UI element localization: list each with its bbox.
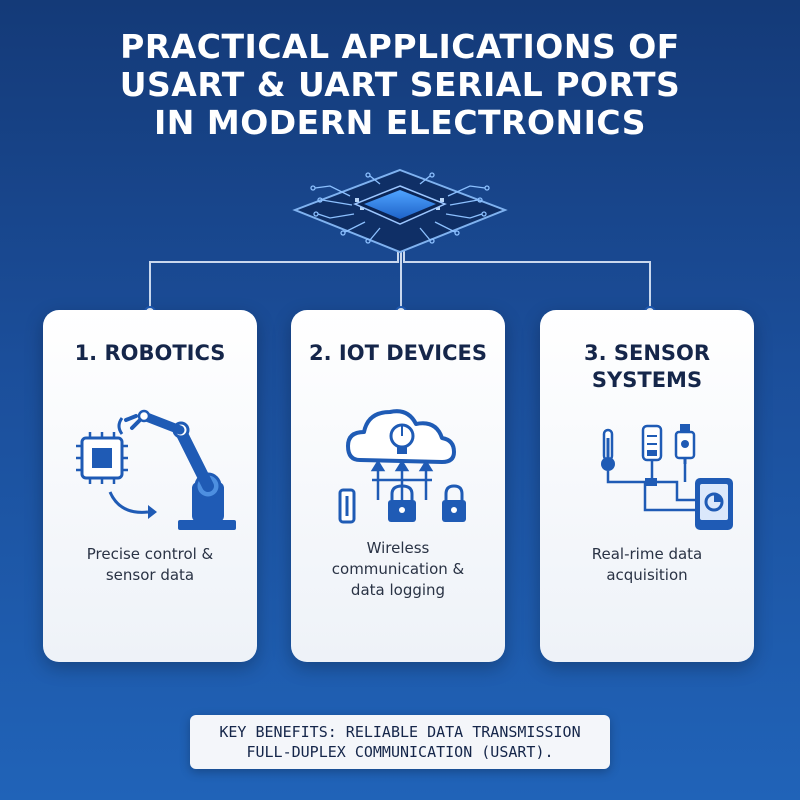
card-description-line: Precise control &	[86, 545, 214, 563]
card-title-line: 2. IOT DEVICES	[309, 341, 487, 365]
microchip-icon	[76, 432, 128, 484]
card-description: Wireless communication & data logging	[291, 538, 505, 601]
cloud-lightbulb-icon	[338, 409, 466, 524]
card-description-line: Real-rime data	[591, 545, 703, 563]
card-description-line: data logging	[350, 581, 446, 599]
card-description: Real-rime data acquisition	[540, 544, 754, 586]
card-title: 3. SENSOR SYSTEMS	[540, 340, 754, 394]
page-title: PRACTICAL APPLICATIONS OF USART & UART S…	[0, 28, 800, 142]
card-robotics: 1. ROBOTICS Precise control & sensor	[43, 310, 257, 662]
card-description-line: Wireless	[366, 539, 430, 557]
key-benefits-line-1: KEY BENEFITS: RELIABLE DATA TRANSMISSION	[219, 723, 581, 741]
sensor-network-icon	[601, 424, 733, 530]
card-description-line: acquisition	[606, 566, 688, 584]
lock-icon	[442, 484, 466, 522]
card-title: 2. IOT DEVICES	[291, 340, 505, 367]
card-title-line: 1. ROBOTICS	[74, 341, 226, 365]
card-sensor-systems: 3. SENSOR SYSTEMS	[540, 310, 754, 662]
thermometer-icon	[601, 428, 615, 471]
title-line-2: USART & UART SERIAL PORTS	[119, 65, 681, 104]
tablet-icon	[695, 478, 733, 530]
robot-arm-icon	[76, 409, 236, 530]
card-description: Precise control & sensor data	[43, 544, 257, 586]
thermometer-icon	[338, 488, 356, 524]
key-benefits-box: KEY BENEFITS: RELIABLE DATA TRANSMISSION…	[190, 715, 610, 769]
title-line-3: IN MODERN ELECTRONICS	[153, 103, 647, 142]
card-description-line: communication &	[331, 560, 465, 578]
card-title: 1. ROBOTICS	[43, 340, 257, 367]
card-iot-devices: 2. IOT DEVICES	[291, 310, 505, 662]
card-description-line: sensor data	[105, 566, 195, 584]
card-title-line: SYSTEMS	[591, 368, 703, 392]
sensor-icon	[641, 424, 663, 462]
sensor-icon	[674, 424, 696, 464]
microchip-icon	[292, 168, 508, 254]
lock-icon	[388, 484, 416, 522]
card-title-line: 3. SENSOR	[583, 341, 711, 365]
title-line-1: PRACTICAL APPLICATIONS OF	[120, 27, 680, 66]
key-benefits-line-2: FULL-DUPLEX COMMUNICATION (USART).	[246, 743, 554, 761]
